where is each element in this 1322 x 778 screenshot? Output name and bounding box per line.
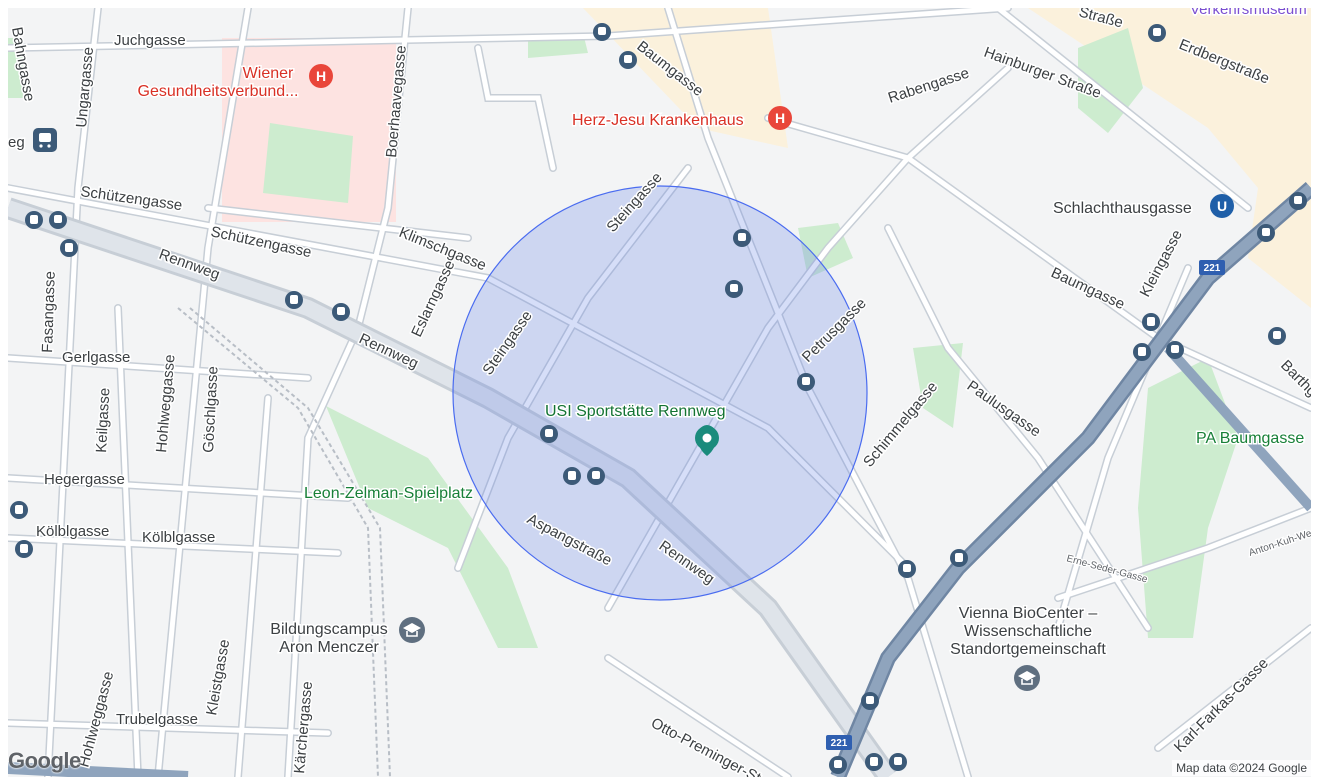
park-area — [263, 123, 353, 203]
street-label: Paulusgasse — [964, 377, 1044, 440]
svg-text:221: 221 — [1204, 263, 1221, 274]
poi-label-selected[interactable]: USI Sportstätte Rennweg — [544, 402, 728, 422]
poi-label-school[interactable]: Aron Menczer — [278, 638, 381, 658]
street-label: Baumgasse — [1048, 264, 1127, 313]
highway-ramp — [1164, 344, 1311, 512]
poi-label-biocenter[interactable]: Vienna BioCenter – — [957, 604, 1099, 624]
tram-stop-icon[interactable] — [25, 211, 43, 229]
rennweg-road-fill — [8, 200, 895, 777]
tram-stop-icon[interactable] — [865, 753, 883, 771]
svg-text:H: H — [775, 110, 785, 126]
tram-stop-icon[interactable] — [1133, 343, 1151, 361]
bus-stop-icon[interactable] — [1148, 24, 1166, 42]
bus-stop-icon[interactable] — [889, 753, 907, 771]
street-label: Kölblgasse — [36, 523, 109, 540]
street-label: Kleistgasse — [203, 638, 233, 717]
map-canvas[interactable]: Juchgasse Ungargasse Bahngasse Boerhaave… — [8, 8, 1311, 777]
google-logo: Google — [8, 748, 81, 773]
street-label: Kölblgasse — [142, 529, 215, 546]
highway-a23-fill — [832, 183, 1311, 777]
street-label: Fasangasse — [39, 271, 59, 353]
route-badge: 221 — [1199, 260, 1225, 275]
bus-stop-icon[interactable] — [861, 692, 879, 710]
street-label: Rabengasse — [886, 65, 971, 107]
school-icon[interactable] — [399, 617, 425, 643]
poi-label-park[interactable]: PA Baumgasse — [1195, 429, 1306, 449]
bus-stop-icon[interactable] — [725, 280, 743, 298]
bus-stop-icon[interactable] — [49, 211, 67, 229]
street-label: Barthgasse — [1277, 357, 1311, 423]
bus-stop-icon[interactable] — [593, 23, 611, 41]
tram-stop-icon[interactable] — [563, 467, 581, 485]
railway — [189, 307, 391, 777]
place-marker-icon[interactable] — [695, 425, 719, 456]
bus-stop-icon[interactable] — [898, 560, 916, 578]
poi-label-playground[interactable]: Leon-Zelman-Spielplatz — [303, 484, 475, 504]
svg-text:U: U — [1217, 198, 1227, 214]
bus-stop-icon[interactable] — [1257, 224, 1275, 242]
street-label: Gerlgasse — [62, 349, 130, 366]
school-icon[interactable] — [1014, 665, 1040, 691]
tram-stop-icon[interactable] — [1142, 313, 1160, 331]
highway-bottom — [8, 762, 189, 777]
park-area — [1138, 358, 1238, 638]
street-label: Hohlweggasse — [75, 670, 117, 769]
street-label: Schützengasse — [209, 223, 313, 261]
poi-label-metro[interactable]: Schlachthausgasse — [1052, 199, 1194, 219]
street-label: Juchgasse — [114, 32, 186, 49]
street-label: eg — [8, 134, 25, 151]
street-label: Hegergasse — [44, 471, 125, 488]
park-area — [326, 406, 538, 648]
park-area — [8, 38, 23, 98]
bus-stop-icon[interactable] — [1289, 192, 1307, 210]
tram-stop-icon[interactable] — [950, 549, 968, 567]
bus-stop-icon[interactable] — [1166, 341, 1184, 359]
bus-stop-icon[interactable] — [540, 425, 558, 443]
poi-label-hospital[interactable]: Wiener — [241, 64, 295, 84]
tram-stop-icon[interactable] — [285, 291, 303, 309]
map-layer: Juchgasse Ungargasse Bahngasse Boerhaave… — [8, 8, 1311, 777]
svg-text:221: 221 — [831, 738, 848, 749]
poi-label-hospital[interactable]: Gesundheitsverbund... — [136, 82, 300, 102]
poi-label-museum[interactable]: Verkehrsmuseum — [1189, 8, 1309, 20]
bus-stop-icon[interactable] — [587, 467, 605, 485]
road-fills — [8, 8, 1311, 777]
map-attribution[interactable]: Map data ©2024 Google — [1172, 760, 1311, 776]
railway — [177, 307, 379, 777]
residential-area — [1028, 8, 1311, 308]
street-label: Göschlgasse — [200, 366, 222, 453]
bus-stop-icon[interactable] — [1268, 327, 1286, 345]
bus-stop-icon[interactable] — [829, 756, 847, 774]
street-label: Karl-Farkas-Gasse — [1171, 655, 1272, 756]
poi-label-biocenter[interactable]: Standortgemeinschaft — [949, 640, 1108, 660]
hospital-icon[interactable]: H — [768, 106, 792, 130]
street-label: Ungargasse — [73, 46, 97, 128]
street-label: Trubelgasse — [116, 711, 198, 728]
poi-label-biocenter[interactable]: Wissenschaftliche — [962, 622, 1093, 642]
street-label: Keilgasse — [93, 387, 113, 453]
bus-stop-icon[interactable] — [797, 373, 815, 391]
bus-stop-icon[interactable] — [332, 303, 350, 321]
transit-stops — [10, 23, 1307, 774]
park-area — [913, 343, 963, 428]
poi-label-school[interactable]: Bildungscampus — [269, 620, 389, 640]
metro-u-icon[interactable]: U — [1210, 194, 1234, 218]
bus-stop-icon[interactable] — [619, 51, 637, 69]
search-radius-circle — [452, 185, 868, 601]
poi-label-hospital[interactable]: Herz-Jesu Krankenhaus — [571, 111, 746, 131]
route-badge: 221 — [826, 735, 852, 750]
svg-text:H: H — [316, 68, 326, 84]
tram-stop-icon[interactable] — [60, 239, 78, 257]
street-label: Schimmelgasse — [860, 379, 941, 471]
tram-stop-icon[interactable] — [10, 501, 28, 519]
tram-stop-icon[interactable] — [15, 540, 33, 558]
hospital-icon[interactable]: H — [309, 64, 333, 88]
bus-stop-icon[interactable] — [733, 229, 751, 247]
train-icon[interactable] — [33, 128, 57, 152]
